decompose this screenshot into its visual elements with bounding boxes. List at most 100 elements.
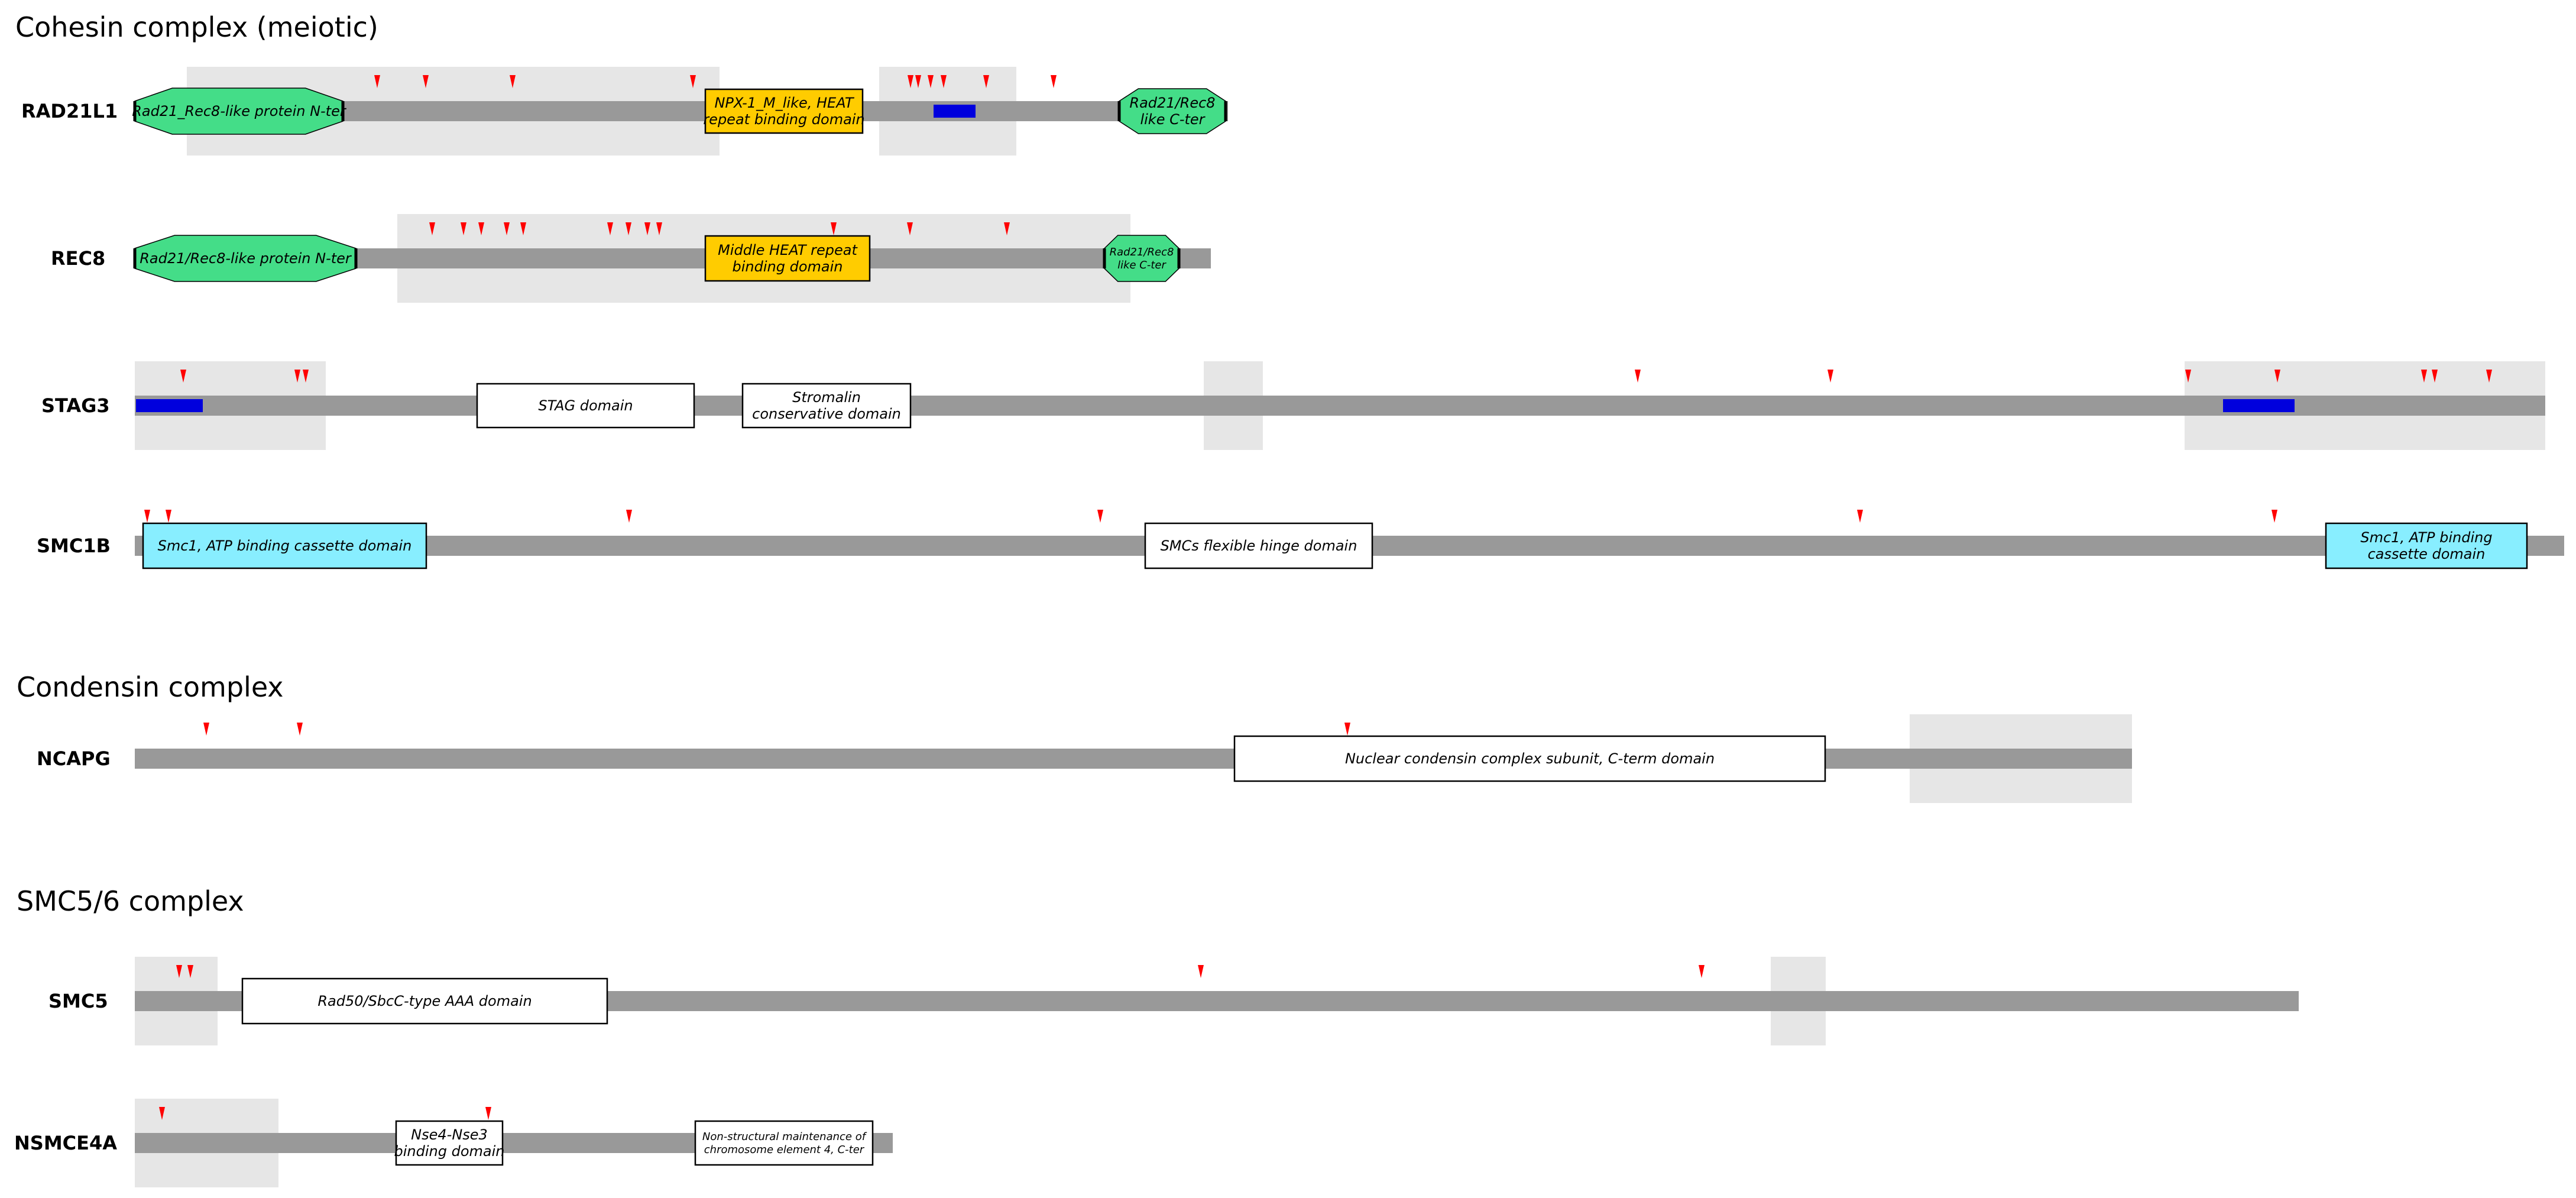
site-marker — [176, 965, 182, 978]
site-marker — [2486, 370, 2492, 383]
domain-label: Smc1, ATP binding cassette domain — [158, 538, 412, 554]
site-marker — [915, 75, 921, 88]
domain-label: cassette domain — [2368, 546, 2486, 562]
protein-row-smc5: SMC5 Rad50/SbcC-type AAA domain — [48, 957, 2299, 1045]
site-marker — [941, 75, 947, 88]
site-marker — [294, 370, 300, 383]
site-marker — [478, 222, 484, 235]
site-marker — [2272, 510, 2277, 523]
site-marker — [1004, 222, 1010, 235]
site-marker — [2432, 370, 2438, 383]
domain-label: Rad50/SbcC-type AAA domain — [317, 993, 532, 1009]
domain-label: chromosome element 4, C-ter — [704, 1144, 865, 1156]
domain-rect — [694, 1120, 874, 1166]
section-title-condensin: Condensin complex — [17, 671, 284, 703]
site-marker — [1699, 965, 1705, 978]
domain-label: binding domain — [733, 258, 843, 275]
site-marker — [1857, 510, 1863, 523]
site-marker — [144, 510, 150, 523]
site-marker — [510, 75, 516, 88]
domain-rect — [142, 522, 427, 569]
site-marker — [166, 510, 171, 523]
site-marker — [607, 222, 613, 235]
domain-label: like C-ter — [1117, 259, 1167, 271]
protein-backbone — [135, 749, 2132, 769]
site-marker — [187, 965, 193, 978]
site-marker — [504, 222, 510, 235]
site-marker — [2421, 370, 2427, 383]
domain-label: STAG domain — [538, 397, 633, 414]
protein-row-rad21l1: RAD21L1 Rad21_Rec8-like protein N-ter NPX-… — [21, 67, 1228, 156]
site-marker — [908, 75, 913, 88]
domain-rect — [704, 235, 871, 282]
protein-name: NSMCE4A — [14, 1132, 117, 1154]
site-marker — [1097, 510, 1103, 523]
site-marker — [203, 723, 209, 736]
protein-row-rec8: REC8 Rad21/Rec8-like protein N-ter Middle … — [51, 214, 1211, 303]
section-title-cohesin: Cohesin complex (meiotic) — [15, 11, 378, 43]
site-marker — [2274, 370, 2280, 383]
domain-box: Rad21/Rec8-like protein N-ter — [133, 235, 358, 282]
site-marker — [831, 222, 837, 235]
domain-box: Rad21_Rec8-like protein N-ter — [132, 88, 347, 135]
domain-rect — [476, 383, 695, 429]
site-marker — [303, 370, 309, 383]
domain-box: SMCs flexible hinge domain — [1144, 522, 1373, 569]
domain-label: binding domain — [394, 1143, 505, 1160]
protein-name: STAG3 — [41, 394, 110, 417]
site-marker — [626, 222, 631, 235]
motif-block — [2223, 399, 2295, 412]
domain-label: Rad21/Rec8 — [1129, 95, 1215, 111]
domain-rect — [1233, 735, 1826, 782]
domain-box: Smc1, ATP binding cassette domain — [142, 522, 427, 569]
domain-label: Nuclear condensin complex subunit, C-ter… — [1345, 750, 1715, 767]
domain-label: Rad21_Rec8-like protein N-ter — [132, 103, 347, 119]
domain-box: Non-structural maintenance ofchromosome … — [694, 1120, 874, 1166]
site-marker — [644, 222, 650, 235]
domain-label: conservative domain — [752, 406, 901, 422]
domain-box: Rad50/SbcC-type AAA domain — [241, 977, 608, 1025]
protein-name: SMC1B — [37, 535, 111, 557]
domain-label: Rad21/Rec8-like protein N-ter — [140, 250, 352, 267]
site-marker — [374, 75, 380, 88]
domain-label: Smc1, ATP binding — [2360, 529, 2492, 546]
protein-name: NCAPG — [37, 747, 111, 770]
domain-label: Middle HEAT repeat — [718, 242, 858, 258]
domain-rect — [395, 1120, 504, 1166]
protein-name: RAD21L1 — [21, 100, 118, 122]
domain-label: Stromalin — [792, 389, 861, 406]
domain-rect — [1144, 522, 1373, 569]
site-marker — [626, 510, 632, 523]
domain-label: Non-structural maintenance of — [702, 1131, 867, 1143]
protein-name: REC8 — [51, 247, 105, 270]
site-marker — [907, 222, 913, 235]
domain-label: NPX-1_M_like, HEAT — [714, 95, 854, 111]
site-marker — [1198, 965, 1204, 978]
domain-rect — [704, 88, 864, 134]
protein-name: SMC5 — [48, 990, 108, 1012]
site-marker — [423, 75, 429, 88]
site-marker — [983, 75, 989, 88]
site-marker — [485, 1107, 491, 1120]
section-title-smc56: SMC5/6 complex — [17, 885, 244, 917]
domain-rect — [241, 977, 608, 1025]
domain-label: SMCs flexible hinge domain — [1161, 538, 1357, 554]
site-marker — [1827, 370, 1833, 383]
site-marker — [180, 370, 186, 383]
site-marker — [461, 222, 466, 235]
protein-row-smc1b: SMC1B Smc1, ATP binding cassette domain SM… — [37, 510, 2564, 569]
motif-block — [136, 399, 203, 412]
site-marker — [656, 222, 662, 235]
domain-rect — [741, 383, 912, 429]
domain-label: like C-ter — [1140, 111, 1206, 128]
protein-row-ncapg: NCAPG Nuclear condensin complex subunit, … — [37, 714, 2132, 803]
site-marker — [520, 222, 526, 235]
